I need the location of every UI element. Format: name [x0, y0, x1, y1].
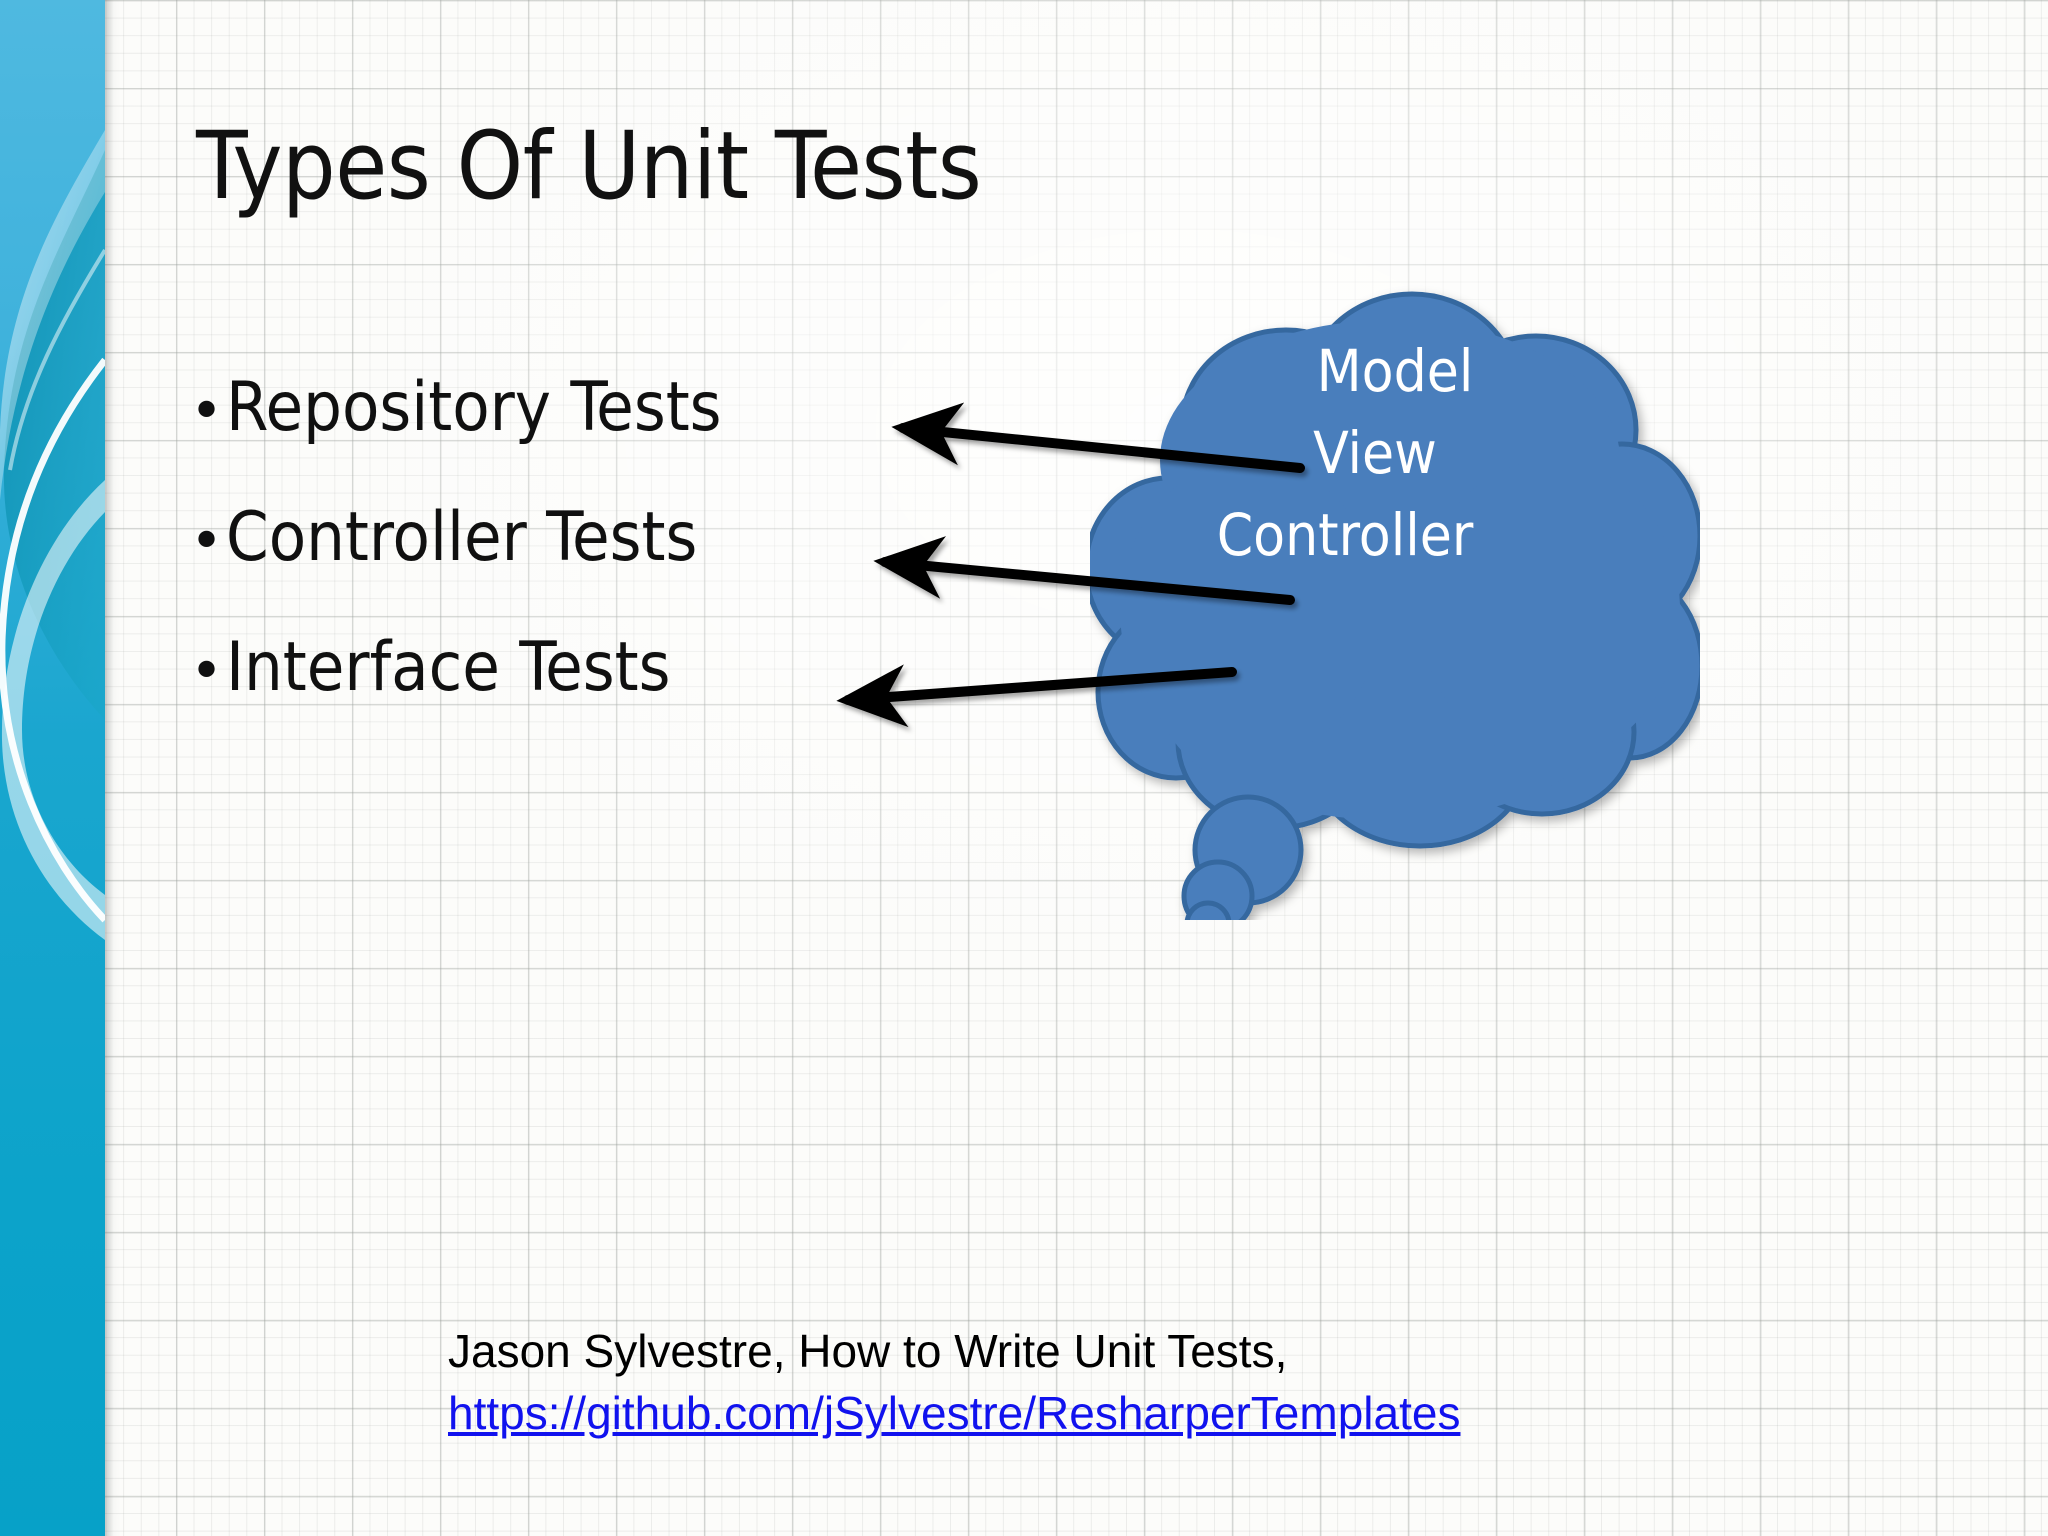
bullet-label-interface: Interface Tests	[226, 628, 671, 707]
bullet-label-controller: Controller Tests	[226, 498, 698, 577]
footer-credit-text: Jason Sylvestre, How to Write Unit Tests…	[448, 1325, 1288, 1377]
list-item: • Interface Tests	[190, 628, 930, 758]
sidebar-swoosh-line-2	[8, 248, 105, 471]
list-item: • Repository Tests	[190, 368, 930, 498]
thought-cloud: Model View Controller	[1083, 280, 1705, 948]
footer-credit: Jason Sylvestre, How to Write Unit Tests…	[448, 1320, 1460, 1444]
list-item: • Controller Tests	[190, 498, 930, 628]
bullet-marker-icon: •	[190, 379, 224, 444]
sidebar-light-ribbon-2	[1, 480, 105, 940]
bullet-label-repository: Repository Tests	[226, 368, 722, 447]
sidebar-artwork	[0, 0, 105, 1536]
cloud-lobes	[1083, 291, 1705, 948]
sidebar-swoosh-line-1	[0, 357, 105, 923]
bullet-marker-icon: •	[190, 509, 224, 574]
bullet-list: • Repository Tests • Controller Tests • …	[190, 368, 930, 758]
page-title: Types Of Unit Tests	[196, 112, 982, 221]
footer-source-link[interactable]: https://github.com/jSylvestre/ResharperT…	[448, 1387, 1461, 1439]
sidebar-decorative-band	[0, 0, 105, 1536]
sidebar-light-ribbon	[0, 130, 105, 500]
cloud-shape-icon	[1083, 291, 1705, 948]
bullet-marker-icon: •	[190, 639, 224, 704]
